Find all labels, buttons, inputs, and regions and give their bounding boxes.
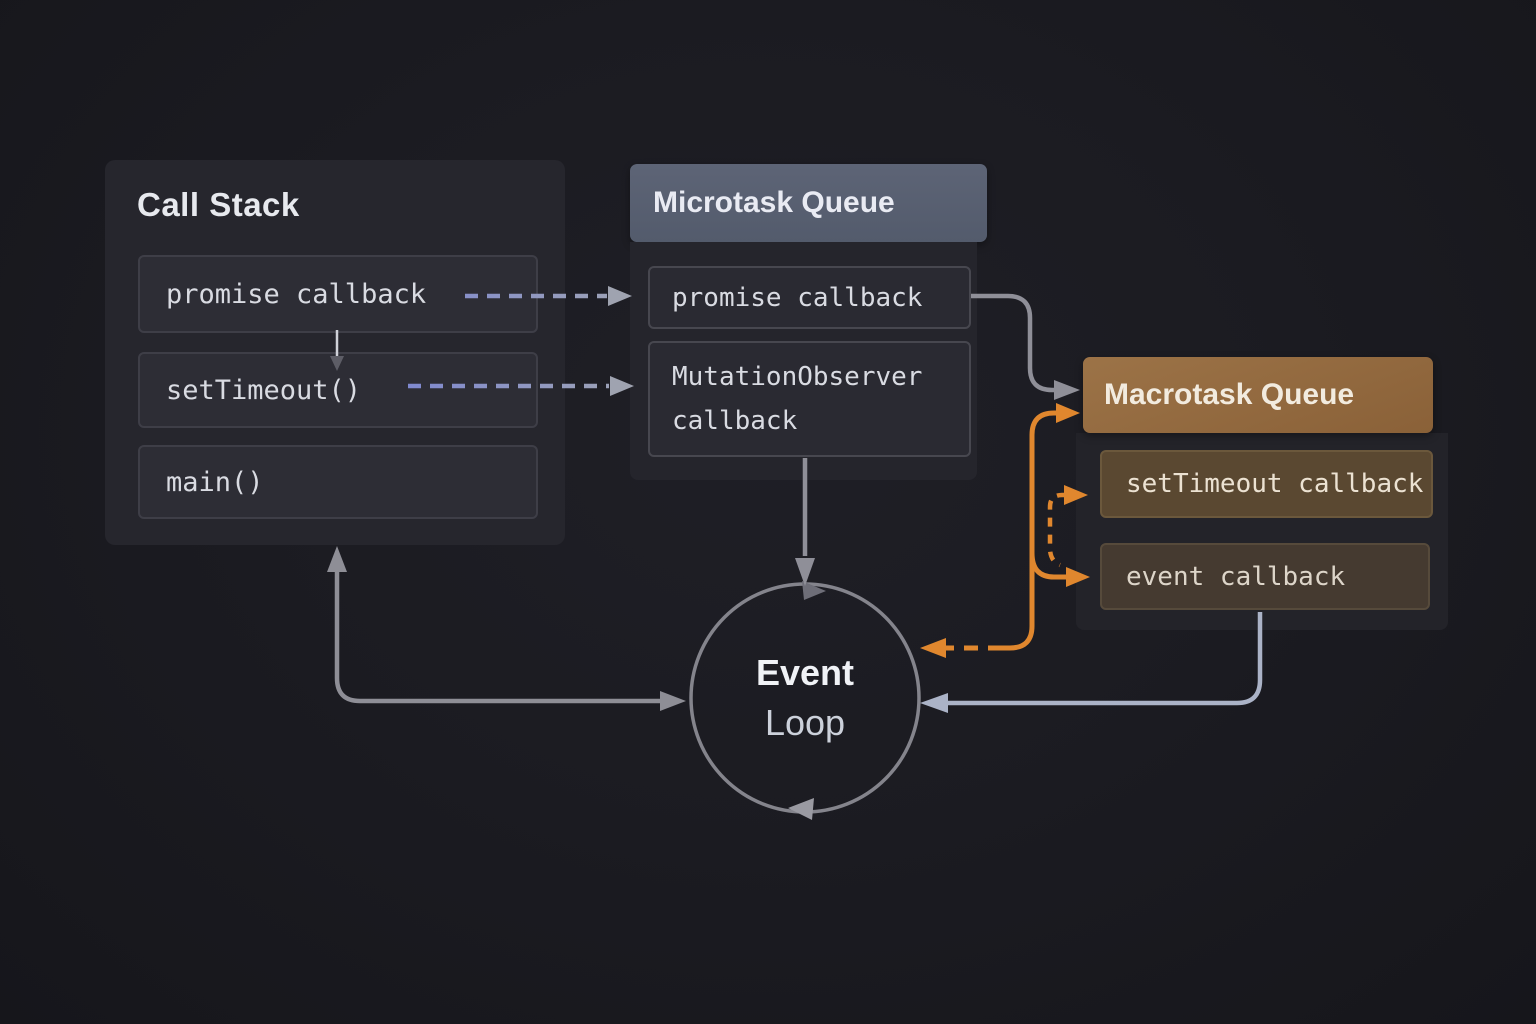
arrow-promise-to-microtask-head-icon xyxy=(608,286,632,306)
macrotask-orange-trunk xyxy=(1002,410,1056,651)
call-stack-item-settimeout: setTimeout() xyxy=(138,352,538,428)
microtask-queue-panel: promise callback MutationObserver callba… xyxy=(630,242,977,480)
macrotask-orange-dashed-bracket xyxy=(1047,492,1066,568)
event-loop-label-line2: Loop xyxy=(764,702,846,743)
arrow-orange-into-macrotask-header-icon xyxy=(1056,403,1080,423)
call-stack-title: Call Stack xyxy=(137,186,300,223)
macrotask-queue-header: Macrotask Queue xyxy=(1083,357,1433,433)
call-stack-item-promise-callback: promise callback xyxy=(138,255,538,333)
call-stack-panel: Call Stack promise callback setTimeout()… xyxy=(105,160,565,545)
arrow-event-callback-to-event-loop-head-icon xyxy=(920,693,948,713)
arrow-into-event-loop-left-head-icon xyxy=(660,691,686,711)
macrotask-orange-branch-event xyxy=(1029,552,1066,580)
event-loop-node: Event Loop xyxy=(690,583,920,813)
arrow-event-loop-to-call-stack xyxy=(334,564,662,704)
macrotask-item-settimeout-callback: setTimeout callback xyxy=(1100,450,1433,518)
event-loop-label-line1: Event xyxy=(755,652,855,693)
arrow-macrotask-to-event-loop-head-icon xyxy=(920,638,946,658)
arrow-into-call-stack-head-icon xyxy=(327,546,347,572)
arrow-microtask-to-macrotask-head-icon xyxy=(1054,380,1080,400)
arrow-microtask-to-event-loop-head-icon xyxy=(795,558,815,586)
call-stack-item-main: main() xyxy=(138,445,538,519)
arrow-microtask-to-macrotask xyxy=(971,293,1056,393)
microtask-queue-header: Microtask Queue xyxy=(630,164,987,242)
microtask-item-mutationobserver-callback: MutationObserver callback xyxy=(648,341,971,457)
macrotask-item-event-callback: event callback xyxy=(1100,543,1430,610)
microtask-item-promise-callback: promise callback xyxy=(648,266,971,329)
